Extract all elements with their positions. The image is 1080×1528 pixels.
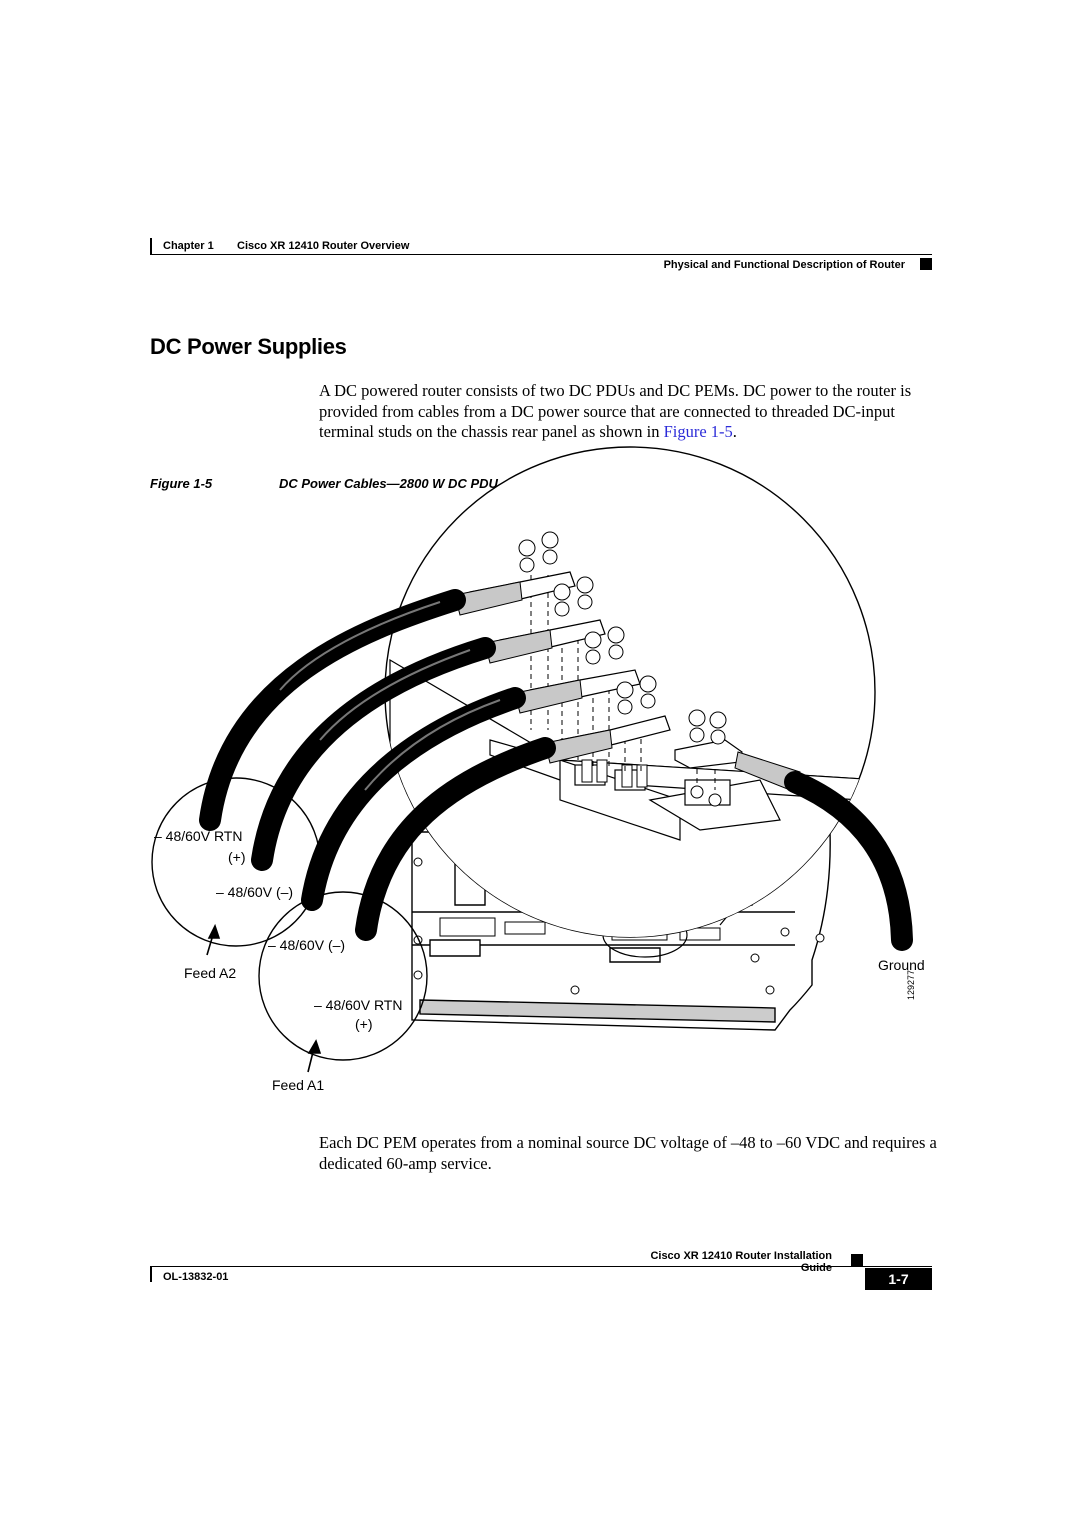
figure-caption: DC Power Cables—2800 W DC PDU <box>279 476 498 491</box>
intro-end: . <box>732 422 737 441</box>
page-number: 1-7 <box>865 1268 932 1290</box>
header-left-bar <box>150 238 152 254</box>
intro-text: A DC powered router consists of two DC P… <box>319 381 912 441</box>
header-rule <box>150 254 932 255</box>
intro-paragraph: A DC powered router consists of two DC P… <box>319 381 939 443</box>
feed-arrows <box>206 923 322 1073</box>
footer-doc-id: OL-13832-01 <box>163 1271 229 1283</box>
cable-highlights <box>279 601 501 791</box>
feed-a2-callout <box>151 777 321 947</box>
feed-a1-label: Feed A1 <box>272 1077 325 1093</box>
pem-voltage-paragraph: Each DC PEM operates from a nominal sour… <box>319 1133 937 1173</box>
feed-a2-rtn-label: – 48/60V RTN <box>154 828 243 844</box>
header-chapter: Chapter 1 <box>163 240 214 252</box>
figure-number: Figure 1-5 <box>150 476 213 491</box>
feed-a2-label: Feed A2 <box>184 965 237 981</box>
feed-a1-neg-label: – 48/60V (–) <box>268 937 346 953</box>
section-title: DC Power Supplies <box>150 334 347 359</box>
feed-a2-rtn-sign: (+) <box>228 849 246 865</box>
feed-a1-rtn-label: – 48/60V RTN <box>314 997 403 1013</box>
figure-link[interactable]: Figure 1-5 <box>663 422 733 441</box>
header-chapter-title: Cisco XR 12410 Router Overview <box>237 240 410 252</box>
feed-a1-rtn-sign: (+) <box>355 1016 373 1032</box>
footer-left-bar <box>150 1266 152 1282</box>
footer-guide-title: Cisco XR 12410 Router Installation Guide <box>650 1250 832 1274</box>
art-id: 129277 <box>906 969 916 1000</box>
ground-label: Ground <box>878 957 925 973</box>
feed-a2-neg-label: – 48/60V (–) <box>216 884 294 900</box>
feed-a1-callout <box>258 891 428 1061</box>
footer-marker <box>851 1254 863 1266</box>
header-marker <box>920 258 932 270</box>
header-section: Physical and Functional Description of R… <box>663 259 905 271</box>
footer-rule <box>150 1266 932 1267</box>
